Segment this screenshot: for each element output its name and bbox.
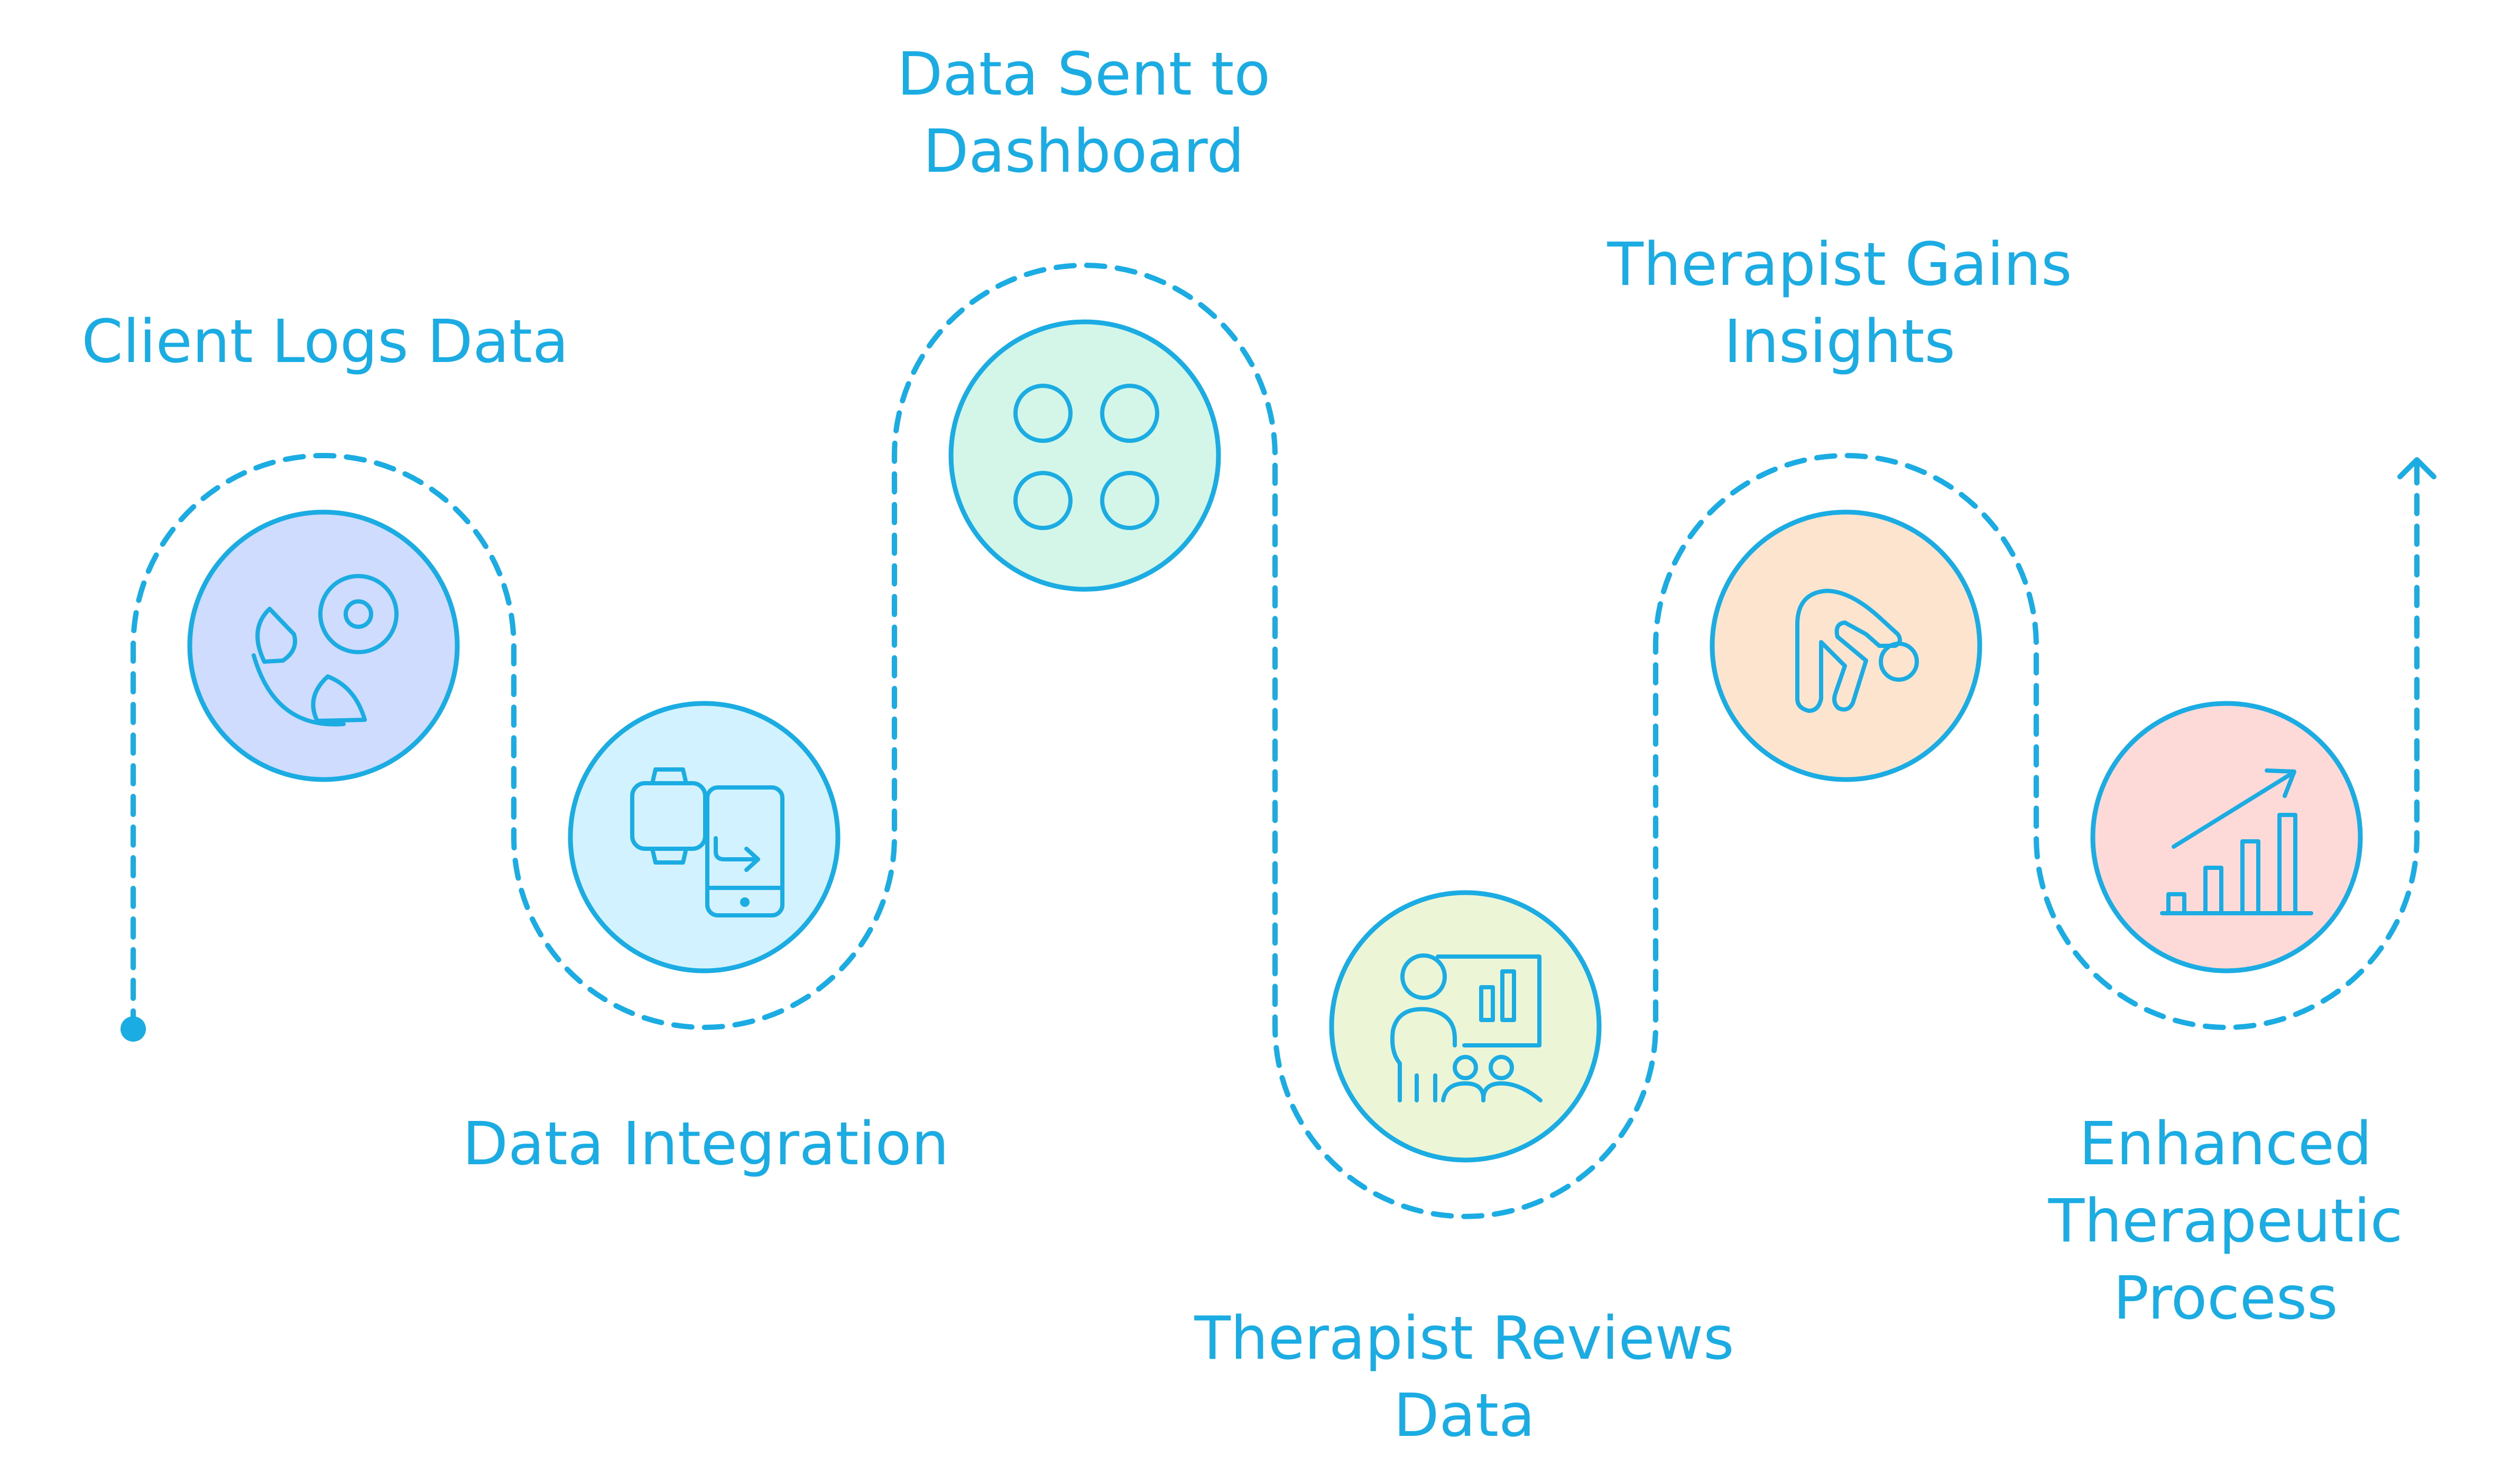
step-label-line: Client Logs Data [81,308,569,376]
step-label-line: Data Sent to [897,40,1270,109]
step-label-data-integration: Data Integration [428,1106,983,1183]
step-circle-client-logs-data [187,509,460,782]
start-dot [121,1016,146,1042]
step-label-line: Data Integration [462,1110,949,1179]
step-label-line: Therapist Gains [1607,230,2072,299]
end-arrowhead [2397,457,2436,479]
dashed-connector-path [131,263,2420,1219]
step-label-line: Therapist Reviews [1194,1304,1734,1373]
step-label-line: Therapeutic [2048,1187,2403,1256]
step-circle-therapist-reviews-data [1329,890,1602,1163]
step-circle-background [948,319,1221,592]
step-circle-enhanced-therapeutic-process [2090,701,2363,973]
dashboard-grid-icon [1013,384,1159,530]
presentation-icon [1390,953,1543,1102]
growth-chart-icon [2160,768,2313,915]
step-circle-background [1329,890,1602,1163]
step-label-therapist-gains-insights: Therapist Gains Insights [1549,226,2130,381]
smartwatch-to-phone-icon [630,767,784,917]
step-circle-data-sent-to-dashboard [948,319,1221,592]
step-label-therapist-reviews-data: Therapist Reviews Data [1152,1300,1776,1454]
step-label-enhanced-therapeutic-process: Enhanced Therapeutic Process [1988,1106,2463,1337]
step-circle-background [2090,701,2363,973]
step-label-data-sent-to-dashboard: Data Sent to Dashboard [825,36,1343,190]
step-circle-background [187,509,460,782]
pie-chart-icon [252,574,399,727]
stretching-person-icon [1795,589,1919,713]
step-label-line: Dashboard [923,117,1244,186]
step-label-client-logs-data: Client Logs Data [53,303,597,381]
step-label-line: Insights [1724,308,1955,376]
step-label-line: Enhanced [2079,1110,2372,1179]
step-label-line: Data [1393,1381,1535,1450]
step-label-line: Process [2113,1264,2338,1333]
step-circle-therapist-gains-insights [1710,509,1982,782]
step-circle-data-integration [568,701,841,973]
